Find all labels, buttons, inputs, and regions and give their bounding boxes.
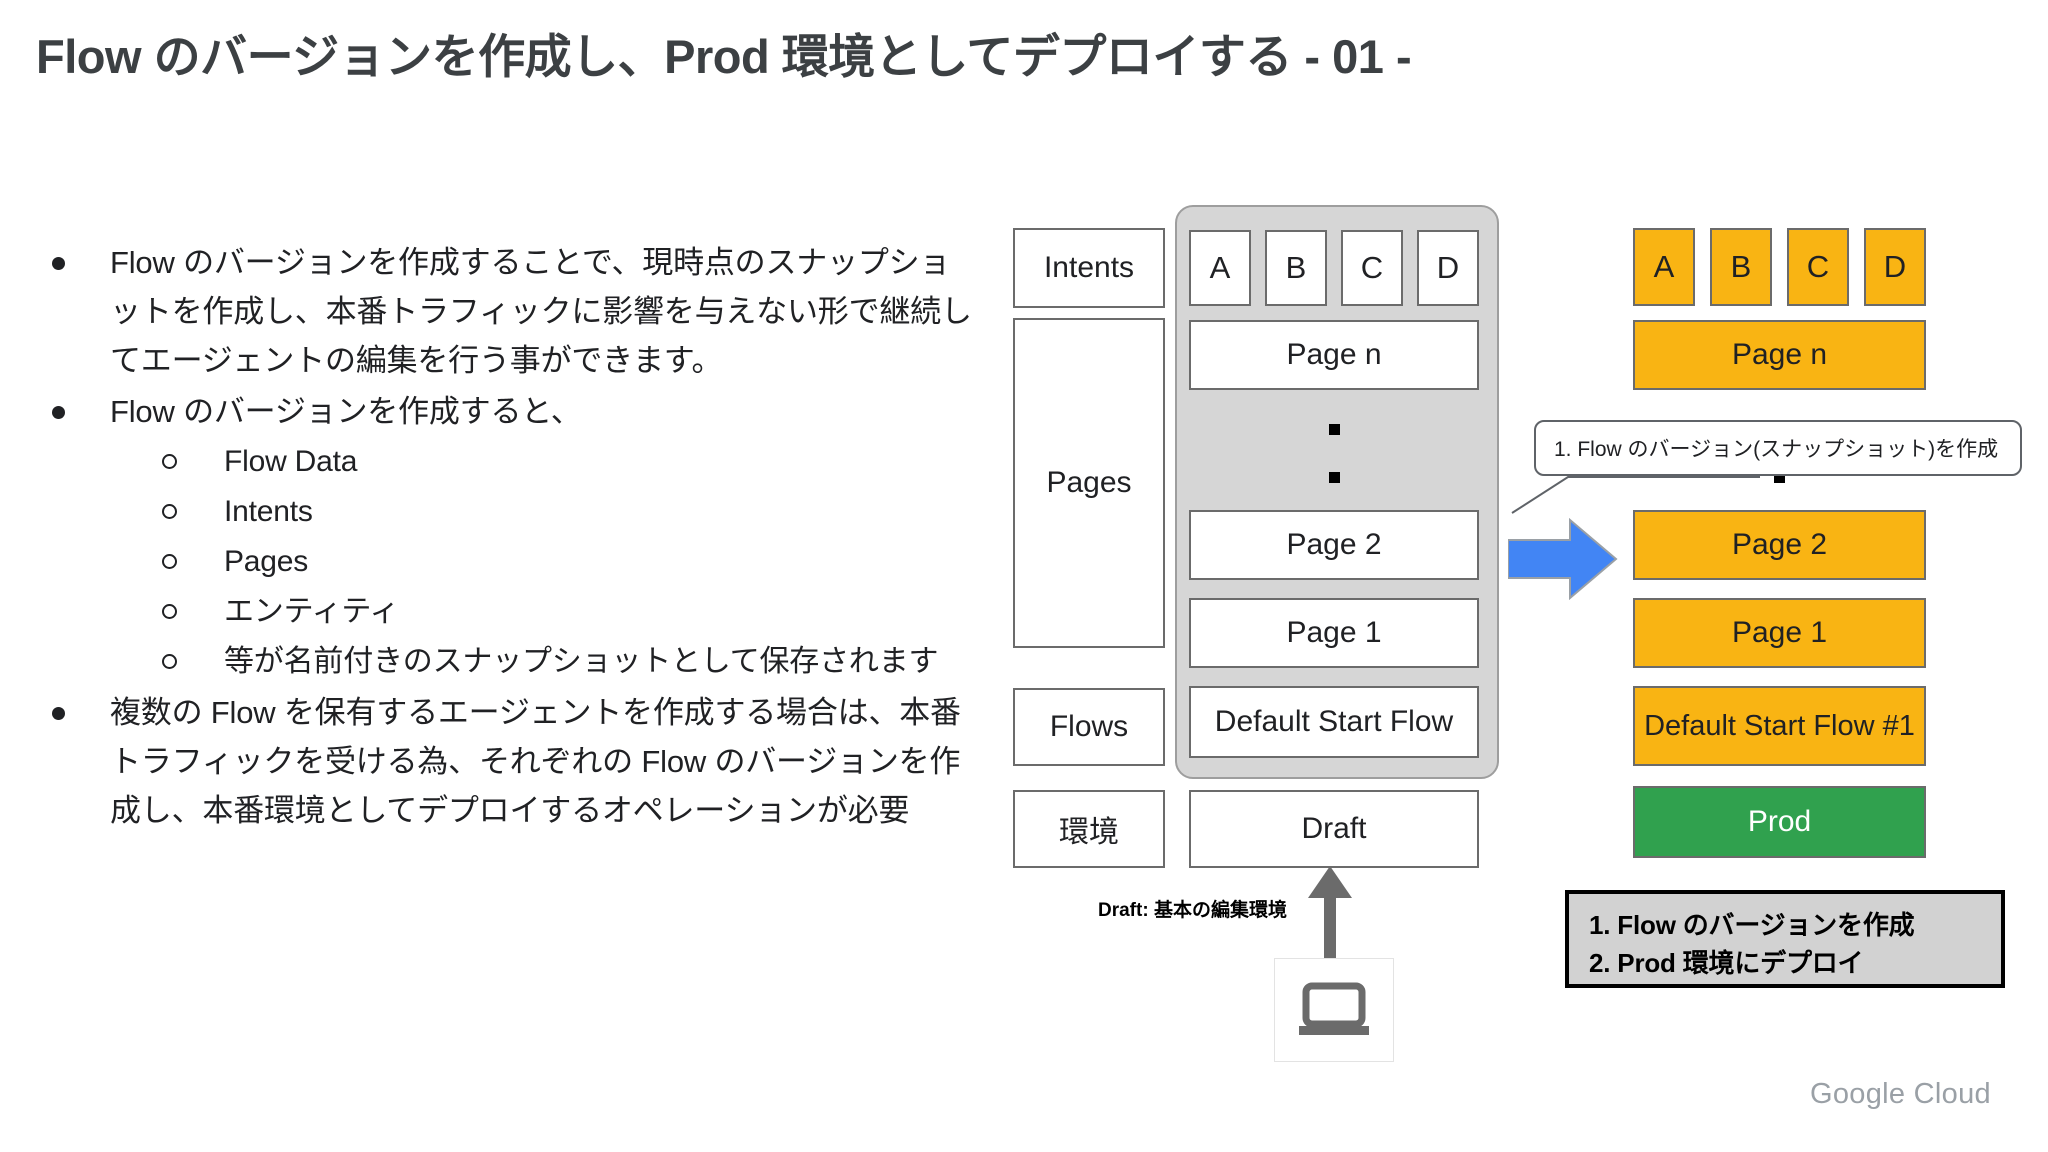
row-label-pages: Pages	[1013, 318, 1165, 648]
prod-intent-chip-a: A	[1633, 228, 1695, 306]
list-item-text: Pages	[224, 545, 309, 578]
draft-page-2: Page 2	[1189, 510, 1479, 580]
row-label-environment: 環境	[1013, 790, 1165, 868]
ellipsis-dot	[1329, 424, 1340, 435]
prod-intent-chip-d: D	[1864, 228, 1926, 306]
step-line-1: 1. Flow のバージョンを作成	[1589, 910, 1915, 940]
list-item-text: 等が名前付きのスナップショットとして保存されます	[224, 645, 939, 678]
list-item-text: エンティティ	[224, 595, 400, 628]
list-item: Flow のバージョンを作成すると、	[52, 387, 972, 436]
list-item-text: Intents	[224, 495, 313, 528]
bullet-disc-icon	[52, 688, 110, 736]
draft-intent-chip-b: B	[1265, 230, 1327, 306]
right-arrow-icon	[1508, 518, 1618, 600]
draft-environment-box: Draft	[1189, 790, 1479, 868]
prod-intent-chip-b: B	[1710, 228, 1772, 306]
laptop-card	[1274, 958, 1394, 1062]
ellipsis-dot	[1774, 472, 1785, 483]
list-item-text: Flow Data	[224, 445, 358, 478]
draft-page-1: Page 1	[1189, 598, 1479, 668]
draft-intent-chip-d: D	[1417, 230, 1479, 306]
laptop-icon	[1299, 982, 1369, 1035]
list-item: 複数の Flow を保有するエージェントを作成する場合は、本番トラフィックを受け…	[52, 688, 972, 835]
list-item: 等が名前付きのスナップショットとして保存されます	[162, 638, 972, 686]
bullet-disc-icon	[52, 238, 110, 286]
bullet-list: Flow のバージョンを作成することで、現時点のスナップショットを作成し、本番ト…	[52, 238, 972, 837]
prod-default-start-flow: Default Start Flow #1	[1633, 686, 1926, 766]
bullet-circle-icon	[162, 588, 224, 636]
google-cloud-logo: Google Cloud	[1810, 1078, 1991, 1110]
callout-tail	[1511, 476, 1760, 514]
bullet-circle-icon	[162, 438, 224, 486]
bullet-circle-icon	[162, 488, 224, 536]
prod-page-n: Page n	[1633, 320, 1926, 390]
prod-environment-box: Prod	[1633, 786, 1926, 858]
list-item: Intents	[162, 488, 972, 536]
list-item-text: 複数の Flow を保有するエージェントを作成する場合は、本番トラフィックを受け…	[110, 695, 961, 828]
draft-note-label: Draft: 基本の編集環境	[1098, 900, 1287, 921]
step-line-2: 2. Prod 環境にデプロイ	[1589, 948, 1864, 978]
list-item-text: Flow のバージョンを作成することで、現時点のスナップショットを作成し、本番ト…	[110, 245, 972, 378]
bullet-circle-icon	[162, 638, 224, 686]
draft-intent-chip-a: A	[1189, 230, 1251, 306]
list-item: Flow Data	[162, 438, 972, 486]
list-item-text: Flow のバージョンを作成すると、	[110, 394, 582, 429]
bullet-circle-icon	[162, 538, 224, 586]
list-item: エンティティ	[162, 588, 972, 636]
up-arrow-icon	[1308, 866, 1352, 964]
row-label-intents: Intents	[1013, 228, 1165, 308]
prod-intent-chip-c: C	[1787, 228, 1849, 306]
prod-page-2: Page 2	[1633, 510, 1926, 580]
list-item: Flow のバージョンを作成することで、現時点のスナップショットを作成し、本番ト…	[52, 238, 972, 385]
draft-page-n: Page n	[1189, 320, 1479, 390]
page-title: Flow のバージョンを作成し、Prod 環境としてデプロイする - 01 -	[36, 30, 1412, 83]
draft-intent-chip-c: C	[1341, 230, 1403, 306]
ellipsis-dot	[1329, 472, 1340, 483]
callout-bubble: 1. Flow のバージョン(スナップショット)を作成	[1534, 420, 2022, 476]
steps-legend-box: 1. Flow のバージョンを作成 2. Prod 環境にデプロイ	[1565, 890, 2005, 988]
prod-page-1: Page 1	[1633, 598, 1926, 668]
row-label-flows: Flows	[1013, 688, 1165, 766]
draft-default-start-flow: Default Start Flow	[1189, 686, 1479, 758]
bullet-disc-icon	[52, 387, 110, 435]
list-item: Pages	[162, 538, 972, 586]
